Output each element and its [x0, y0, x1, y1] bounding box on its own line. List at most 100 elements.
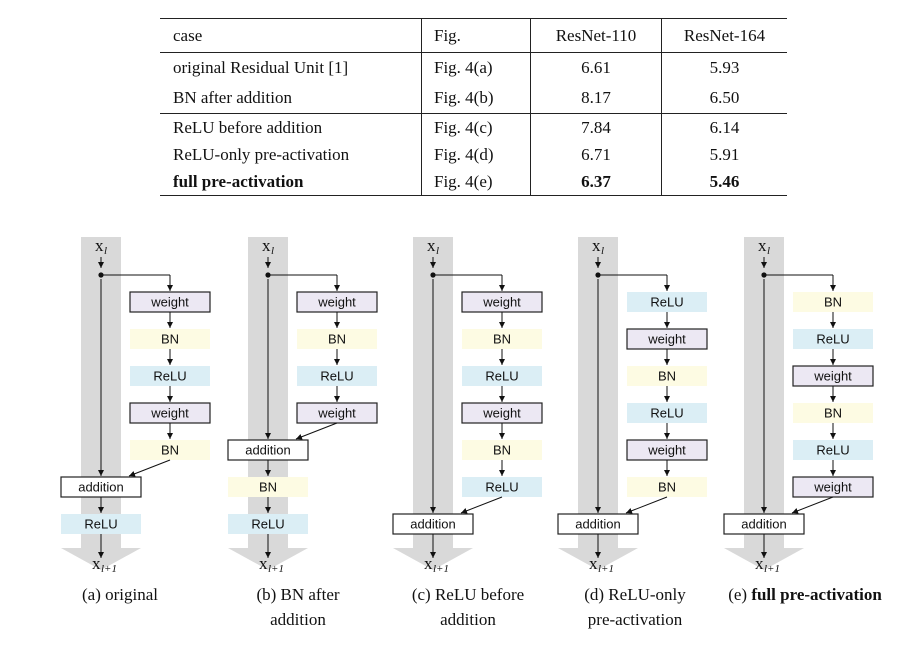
results-table: case Fig. ResNet-110 ResNet-164 original…: [160, 18, 787, 196]
cell-resnet110: 7.84: [530, 113, 662, 141]
relu-label: ReLU: [251, 517, 284, 532]
addition-label: addition: [575, 517, 621, 532]
output-label: x: [259, 554, 268, 573]
bn-label: BN: [824, 295, 842, 310]
bn-label: BN: [824, 406, 842, 421]
cell-fig: Fig. 4(e): [421, 168, 531, 196]
weight-label: weight: [150, 406, 189, 421]
bn-block: [793, 292, 873, 312]
caption-line: (c) ReLU before: [411, 585, 525, 604]
input-label: x: [262, 236, 271, 255]
output-label: x: [92, 554, 101, 573]
relu-block: [627, 403, 707, 423]
cell-resnet110: 6.71: [530, 141, 662, 168]
bn-block: [627, 477, 707, 497]
cell-resnet110: 8.17: [530, 83, 662, 114]
relu-label: ReLU: [650, 406, 683, 421]
output-label-subscript: l+1: [598, 563, 614, 575]
relu-block: [793, 440, 873, 460]
cell-resnet164: 6.14: [661, 113, 787, 141]
output-label-subscript: l+1: [764, 563, 780, 575]
bn-label: BN: [161, 332, 179, 347]
bn-label: BN: [493, 332, 511, 347]
table-row: BN after addition Fig. 4(b) 8.17 6.50: [160, 83, 787, 114]
output-label: x: [589, 554, 598, 573]
table-row: original Residual Unit [1] Fig. 4(a) 6.6…: [160, 52, 787, 83]
header-fig: Fig.: [421, 18, 531, 53]
caption-line: (a) original: [82, 585, 158, 604]
relu-label: ReLU: [485, 480, 518, 495]
cell-case: BN after addition: [173, 88, 292, 107]
relu-label: ReLU: [485, 369, 518, 384]
caption-line: pre-activation: [587, 610, 683, 629]
header-case: case: [173, 25, 203, 45]
addition-label: addition: [410, 517, 456, 532]
bn-block: [462, 329, 542, 349]
output-arrow-band: [558, 548, 638, 570]
addition-label: addition: [78, 480, 124, 495]
cell-resnet164: 5.93: [661, 52, 787, 83]
output-label-subscript: l+1: [268, 563, 284, 575]
bn-label: BN: [161, 443, 179, 458]
weight-label: weight: [482, 295, 521, 310]
relu-block: [61, 514, 141, 534]
weight-label: weight: [150, 295, 189, 310]
bn-label: BN: [658, 480, 676, 495]
input-label-subscript: l: [601, 245, 604, 257]
bn-label: BN: [328, 332, 346, 347]
input-label: x: [592, 236, 601, 255]
relu-block: [462, 477, 542, 497]
flow-arrow: [791, 496, 834, 514]
relu-block: [228, 514, 308, 534]
caption-line: (d) ReLU-only: [584, 585, 686, 604]
cell-case: ReLU before addition: [173, 117, 323, 137]
relu-block: [462, 366, 542, 386]
relu-label: ReLU: [650, 295, 683, 310]
weight-label: weight: [647, 443, 686, 458]
cell-fig: Fig. 4(b): [421, 83, 531, 114]
cell-case: original Residual Unit [1]: [173, 58, 349, 77]
output-arrow-band: [61, 548, 141, 570]
bn-label: BN: [658, 369, 676, 384]
output-arrow-band: [393, 548, 473, 570]
caption-e: (e) full pre-activation: [700, 582, 910, 607]
caption-bold: full pre-activation: [751, 585, 882, 604]
input-label: x: [427, 236, 436, 255]
bn-block: [462, 440, 542, 460]
addition-label: addition: [741, 517, 787, 532]
bn-block: [130, 440, 210, 460]
cell-resnet110: 6.61: [530, 52, 662, 83]
addition-label: addition: [245, 443, 291, 458]
bn-block: [130, 329, 210, 349]
output-label: x: [755, 554, 764, 573]
caption-line: addition: [440, 610, 496, 629]
caption-b: (b) BN after addition: [228, 582, 368, 632]
output-label-subscript: l+1: [101, 563, 117, 575]
flow-arrow: [128, 459, 171, 477]
output-label-subscript: l+1: [433, 563, 449, 575]
relu-block: [793, 329, 873, 349]
cell-case: full pre-activation: [173, 171, 304, 191]
weight-label: weight: [317, 406, 356, 421]
cell-resnet164: 5.46: [661, 168, 787, 196]
table-header-row: case Fig. ResNet-110 ResNet-164: [160, 18, 787, 53]
weight-label: weight: [813, 480, 852, 495]
bn-block: [627, 366, 707, 386]
cell-fig: Fig. 4(a): [421, 52, 531, 83]
header-resnet110: ResNet-110: [530, 18, 662, 53]
relu-block: [627, 292, 707, 312]
input-label-subscript: l: [436, 245, 439, 257]
input-label-subscript: l: [767, 245, 770, 257]
flow-arrow: [460, 496, 503, 514]
flow-arrow: [625, 496, 668, 514]
cell-fig: Fig. 4(d): [421, 141, 531, 168]
relu-label: ReLU: [153, 369, 186, 384]
bn-label: BN: [493, 443, 511, 458]
weight-label: weight: [482, 406, 521, 421]
caption-prefix: (e): [728, 585, 752, 604]
